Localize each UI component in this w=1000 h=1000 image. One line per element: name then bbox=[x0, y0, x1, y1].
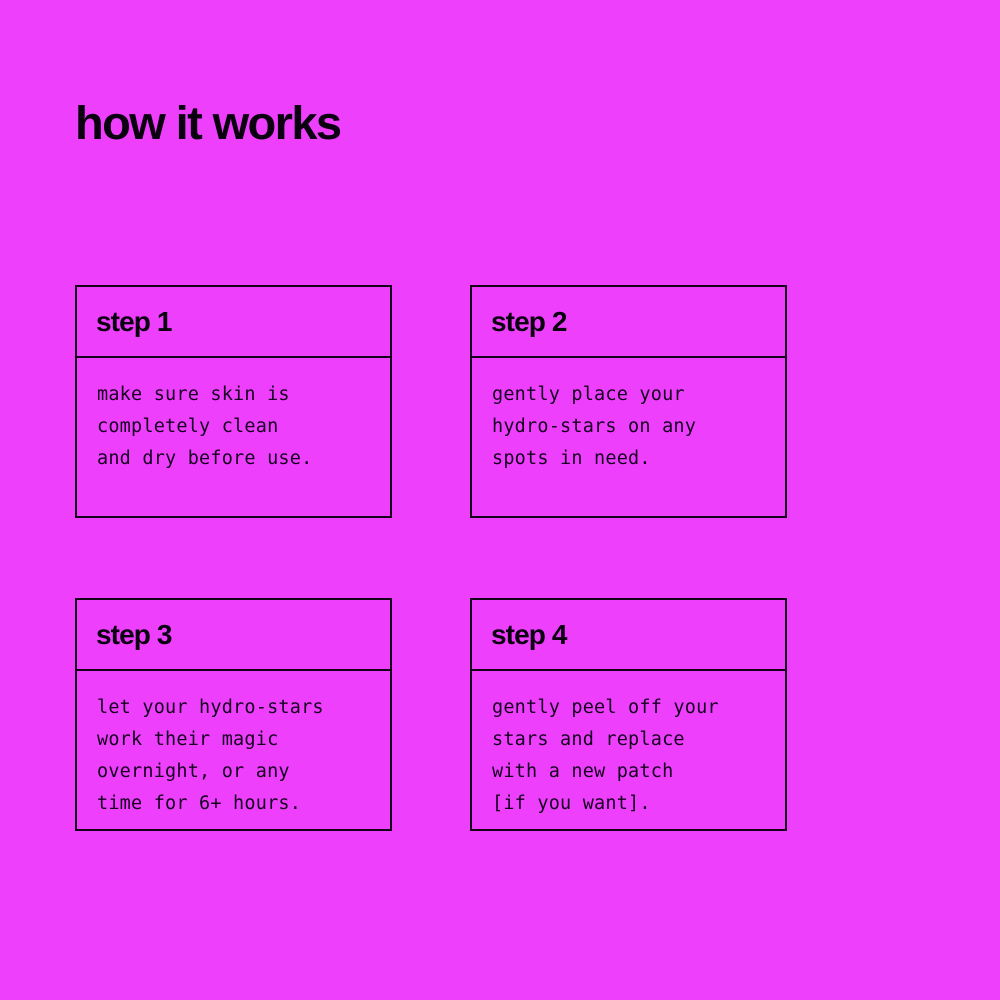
steps-grid: step 1 make sure skin is completely clea… bbox=[75, 285, 787, 831]
step-card-4-text: gently peel off your stars and replace w… bbox=[492, 697, 719, 814]
step-card-3-body: let your hydro-stars work their magic ov… bbox=[77, 671, 390, 829]
step-card-1-body: make sure skin is completely clean and d… bbox=[77, 358, 390, 516]
step-card-4-header: step 4 bbox=[472, 600, 785, 671]
step-card-1: step 1 make sure skin is completely clea… bbox=[75, 285, 392, 518]
step-card-4: step 4 gently peel off your stars and re… bbox=[470, 598, 787, 831]
page-title: how it works bbox=[75, 96, 342, 149]
step-card-1-title: step 1 bbox=[96, 305, 172, 337]
step-card-2-title: step 2 bbox=[491, 305, 567, 337]
step-card-3-text: let your hydro-stars work their magic ov… bbox=[97, 697, 324, 814]
step-card-2-body: gently place your hydro-stars on any spo… bbox=[472, 358, 785, 516]
step-card-2-header: step 2 bbox=[472, 287, 785, 358]
step-card-2-text: gently place your hydro-stars on any spo… bbox=[492, 384, 697, 469]
step-card-4-body: gently peel off your stars and replace w… bbox=[472, 671, 785, 829]
step-card-3-title: step 3 bbox=[96, 618, 172, 650]
step-card-1-text: make sure skin is completely clean and d… bbox=[97, 384, 313, 469]
step-card-3-header: step 3 bbox=[77, 600, 390, 671]
step-card-3: step 3 let your hydro-stars work their m… bbox=[75, 598, 392, 831]
step-card-4-title: step 4 bbox=[491, 618, 567, 650]
step-card-1-header: step 1 bbox=[77, 287, 390, 358]
step-card-2: step 2 gently place your hydro-stars on … bbox=[470, 285, 787, 518]
